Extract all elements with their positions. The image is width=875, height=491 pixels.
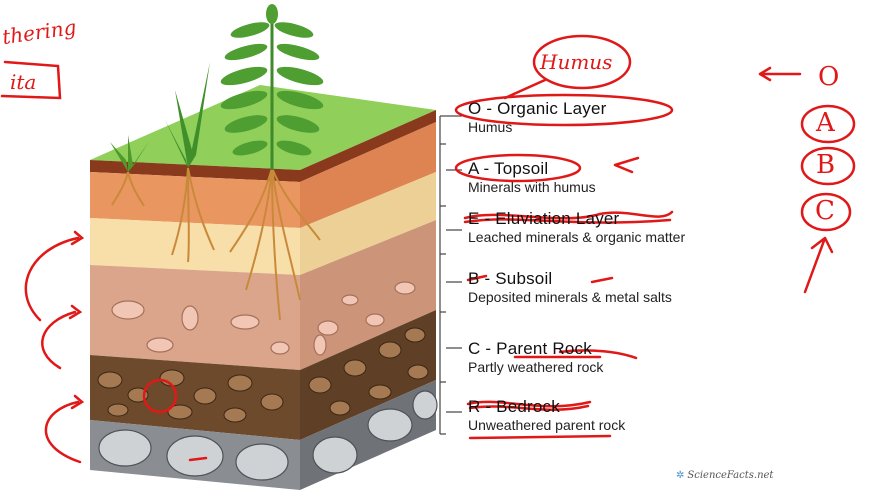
layer-label-c: C - Parent Rock Partly weathered rock (468, 340, 603, 374)
top-left-box-text: ita (10, 70, 36, 94)
layer-label-e: E - Eluviation Layer Leached minerals & … (468, 210, 685, 244)
layer-r-title: R - Bedrock (468, 398, 625, 415)
r-underline (470, 436, 610, 438)
layer-eluviation (90, 218, 300, 275)
layer-c-subtitle: Partly weathered rock (468, 360, 603, 374)
order-letter-o: O (818, 62, 839, 92)
left-arrow-upper (26, 238, 78, 320)
layer-o-subtitle: Humus (468, 120, 607, 134)
left-arrow-lower (46, 402, 80, 462)
layer-label-b: B - Subsoil Deposited minerals & metal s… (468, 270, 672, 304)
layer-c-title: C - Parent Rock (468, 340, 603, 357)
humus-handwritten: Humus (540, 50, 612, 74)
layer-b-title: B - Subsoil (468, 270, 672, 287)
layer-b-subtitle: Deposited minerals & metal salts (468, 290, 672, 304)
layer-label-r: R - Bedrock Unweathered parent rock (468, 398, 625, 432)
a-layer-arrow (615, 158, 638, 172)
right-arrow-top (760, 68, 800, 80)
left-arrow-middle (42, 312, 75, 368)
layer-a-title: A - Topsoil (468, 160, 596, 177)
credit: ✲ScienceFacts.net (676, 470, 773, 481)
layer-o-title: O - Organic Layer (468, 100, 607, 117)
layer-e-title: E - Eluviation Layer (468, 210, 685, 227)
sciencefacts-logo-icon: ✲ (676, 470, 684, 481)
right-arrow-bottom (805, 238, 832, 292)
layer-label-o: O - Organic Layer Humus (468, 100, 607, 134)
layer-label-a: A - Topsoil Minerals with humus (468, 160, 596, 194)
order-letter-a: A (816, 108, 835, 138)
layer-r-subtitle: Unweathered parent rock (468, 418, 625, 432)
credit-text: ScienceFacts.net (687, 470, 773, 481)
order-letter-b: B (816, 150, 835, 180)
layer-a-subtitle: Minerals with humus (468, 180, 596, 194)
order-letter-c: C (815, 196, 835, 226)
layer-e-subtitle: Leached minerals & organic matter (468, 230, 685, 244)
